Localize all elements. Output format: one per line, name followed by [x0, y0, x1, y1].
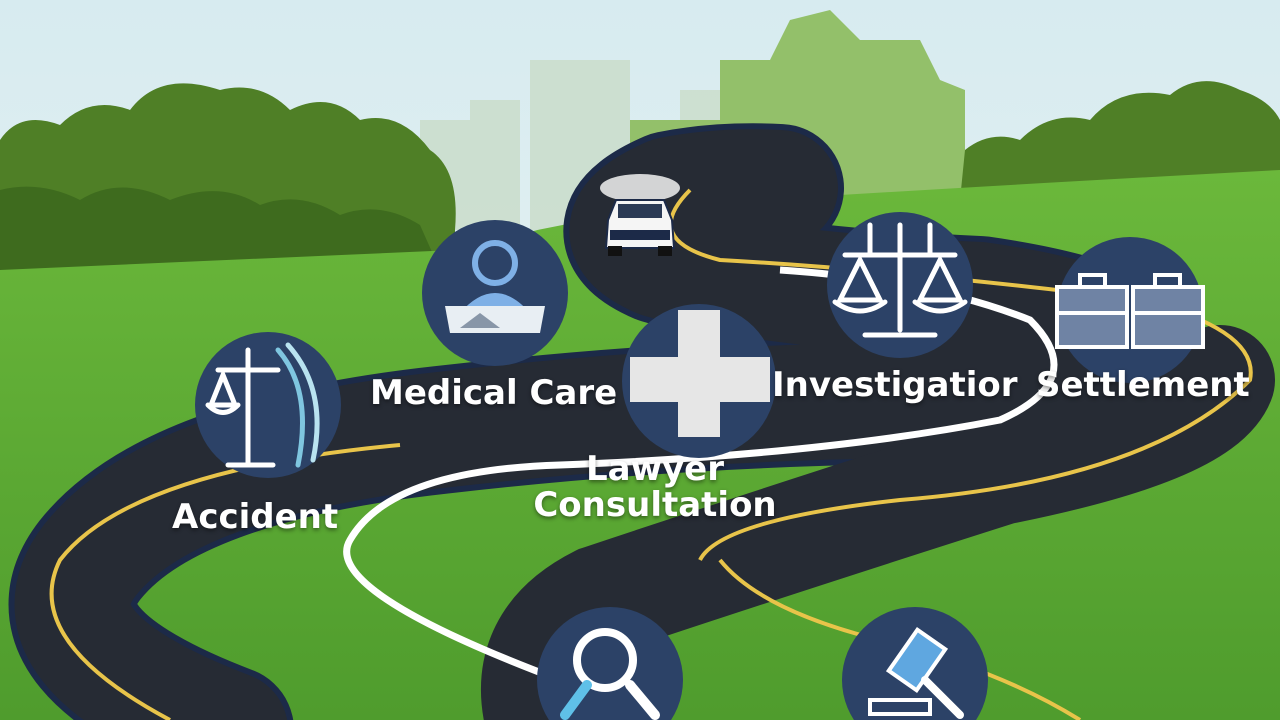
step-label-accident: Accident	[172, 497, 339, 537]
medical-cross-icon	[622, 304, 776, 458]
step-label-medical-care: Medical Care	[370, 373, 618, 413]
step-label-lawyer-consultation: Lawyer Consultation	[520, 449, 790, 525]
road-center-line	[343, 266, 1058, 684]
step-label-settlement: Settlement	[1036, 365, 1250, 405]
step-label-investigation: Investigatior	[772, 365, 1018, 405]
car-icon	[600, 174, 680, 256]
briefcases-icon	[1055, 237, 1205, 383]
balance-scale-icon	[827, 212, 973, 358]
step-label-lawyer-line2: Consultation	[533, 484, 777, 525]
gavel-icon	[842, 607, 988, 720]
left-trees-shade	[0, 186, 440, 270]
scales-of-justice-icon	[195, 332, 341, 478]
right-trees	[960, 81, 1280, 200]
person-on-stretcher-icon	[422, 220, 568, 366]
road-edge-line	[668, 188, 1253, 562]
magnifying-glass-icon	[537, 607, 683, 720]
step-label-lawyer-line1: Lawyer	[585, 449, 724, 489]
